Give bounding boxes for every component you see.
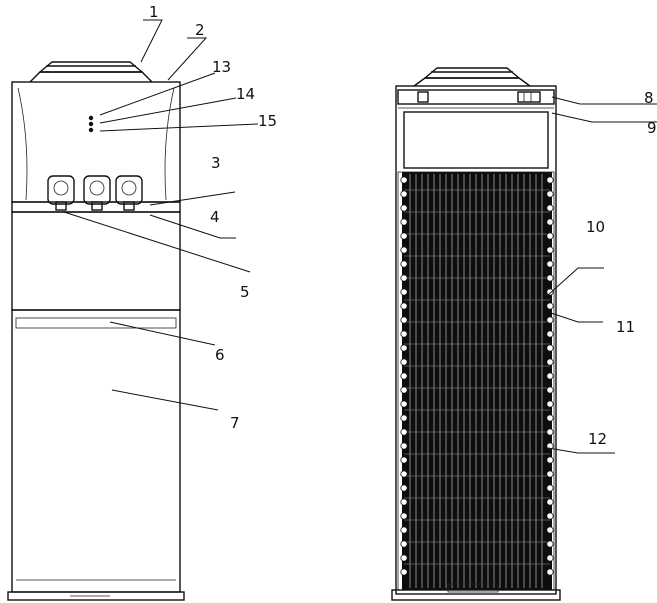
callout-numbers: 1 2 13 14 15 3 4 5 6 7 8 9 10 11 12	[149, 3, 657, 448]
back-connector-right	[517, 91, 541, 103]
back-top-cover	[413, 67, 531, 87]
callout-1: 1	[149, 3, 159, 21]
indicator-light-13	[88, 115, 94, 121]
callout-5: 5	[240, 283, 250, 301]
top-cover	[29, 61, 153, 83]
callout-9: 9	[647, 119, 657, 137]
callout-15: 15	[258, 112, 277, 130]
callout-10: 10	[586, 218, 605, 236]
middle-cabinet	[11, 211, 181, 311]
callout-3: 3	[211, 154, 221, 172]
callout-11: 11	[616, 318, 635, 336]
indicator-light-15	[88, 127, 94, 133]
faucet-right	[115, 175, 143, 211]
indicator-light-14	[88, 121, 94, 127]
faucets	[47, 175, 143, 211]
callout-2: 2	[195, 21, 205, 39]
callout-13: 13	[212, 58, 231, 76]
base	[7, 591, 185, 601]
cabinet-door	[11, 309, 181, 593]
condenser-coil	[397, 171, 555, 591]
faucet-middle	[83, 175, 111, 211]
callout-14: 14	[236, 85, 255, 103]
front-view	[7, 61, 185, 601]
callout-4: 4	[210, 208, 220, 226]
callout-12: 12	[588, 430, 607, 448]
back-connector-left	[417, 91, 429, 103]
callout-7: 7	[230, 414, 240, 432]
callout-8: 8	[644, 89, 654, 107]
faucet-left	[47, 175, 75, 211]
back-view	[391, 67, 561, 601]
back-base	[391, 583, 561, 601]
callout-6: 6	[215, 346, 225, 364]
leader-lines	[63, 19, 657, 454]
